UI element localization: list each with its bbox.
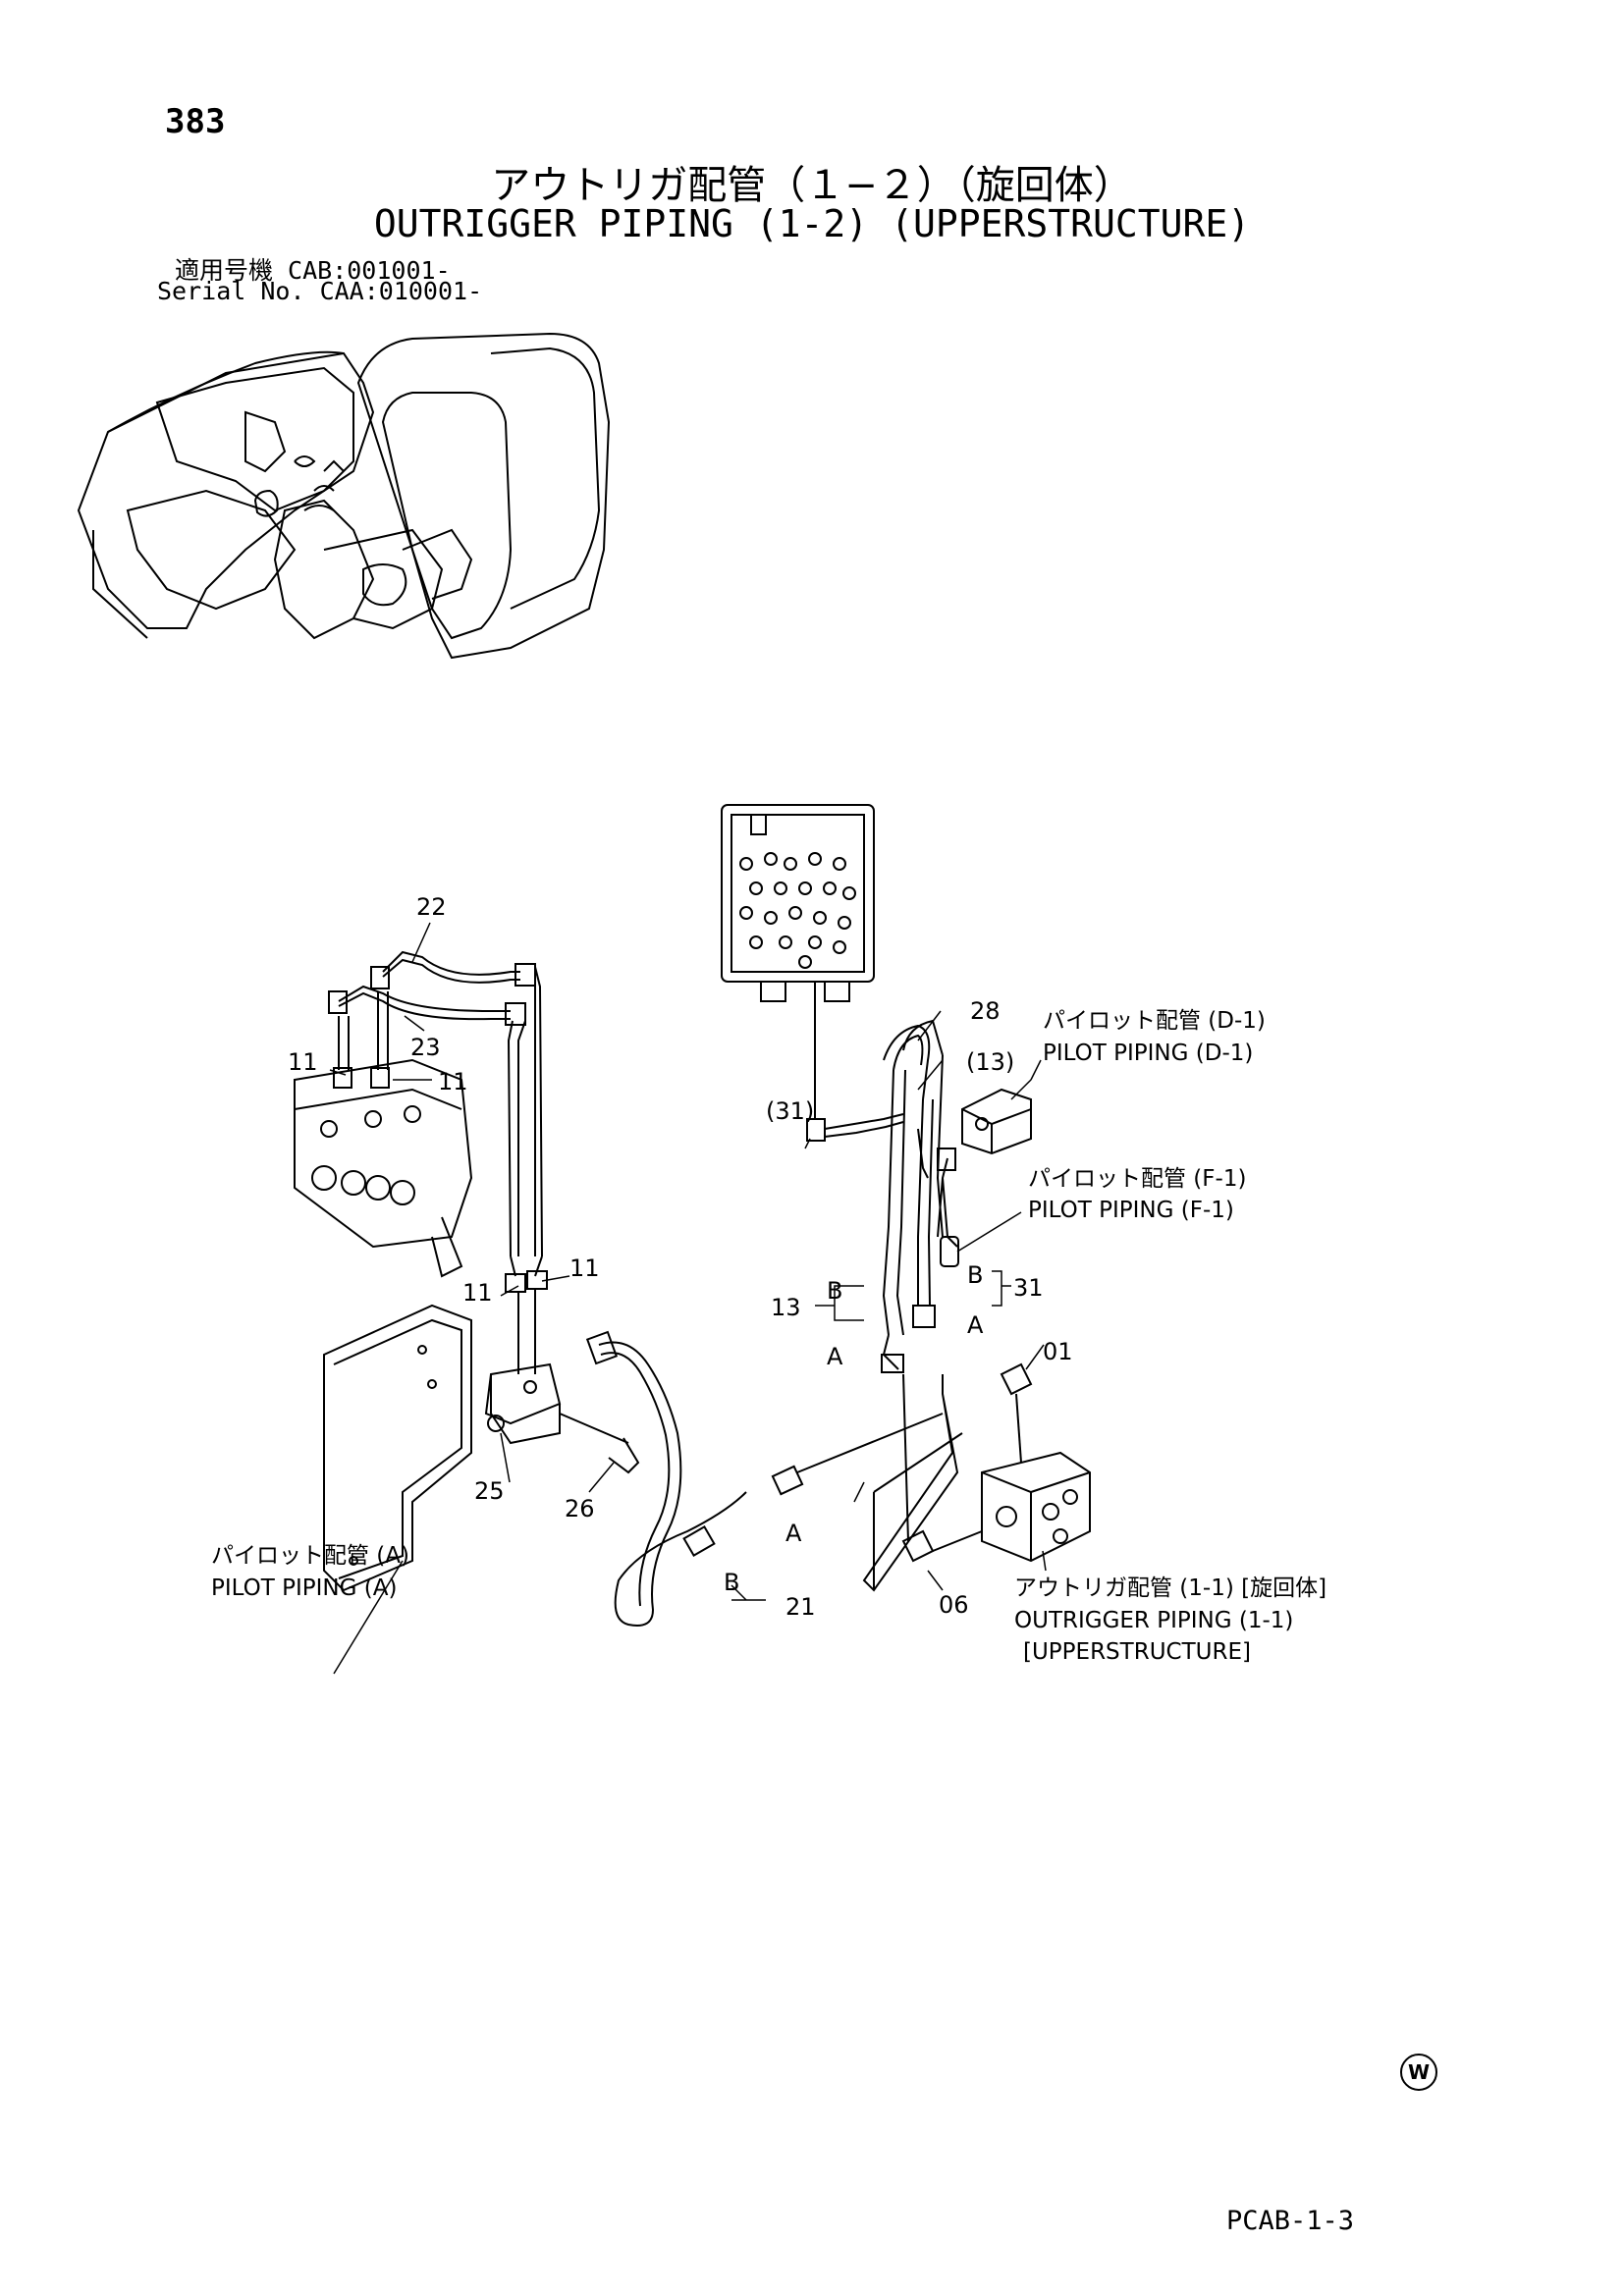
annotation-pilot-d1-ja: パイロット配管 (D-1) [1043, 1008, 1266, 1034]
annotation-outrigger-11-en: OUTRIGGER PIPING (1-1) [1014, 1608, 1293, 1633]
w-mark-icon: W [1400, 2054, 1437, 2091]
part-label-13: 13 [771, 1294, 801, 1321]
part-label-11-right: 11 [438, 1068, 468, 1095]
page-title-english: OUTRIGGER PIPING (1-2) (UPPERSTRUCTURE) [373, 202, 1251, 245]
part-label-22: 22 [416, 893, 447, 921]
serial-label-japanese: 適用号機 CAB:001001- [175, 256, 451, 285]
annotation-outrigger-11-en-sub: [UPPERSTRUCTURE] [1023, 1639, 1251, 1665]
annotation-pilot-d1-en: PILOT PIPING (D-1) [1043, 1041, 1253, 1066]
part-label-28: 28 [970, 997, 1001, 1025]
page-title-japanese: アウトリガ配管（１−２）（旋回体） [491, 163, 1133, 208]
part-label-11-lower-right: 11 [569, 1255, 600, 1282]
part-label-23: 23 [410, 1034, 441, 1061]
connectors-d1-f1 [940, 1088, 1032, 1267]
part-label-13-paren: (13) [966, 1048, 1014, 1076]
page-code: PCAB-1-3 [1226, 2206, 1355, 2236]
part-label-25: 25 [474, 1477, 505, 1505]
annotation-pilot-a-en: PILOT PIPING (A) [211, 1575, 397, 1601]
page-number: 383 [165, 102, 226, 141]
leader-lines [329, 922, 1047, 1675]
hose-21 [585, 1330, 944, 1627]
annotation-pilot-a-ja: パイロット配管 (A) [211, 1543, 409, 1569]
port-label-b-right: B [967, 1261, 983, 1289]
annotation-pilot-f1-ja: パイロット配管 (F-1) [1028, 1166, 1246, 1192]
port-label-a-right: A [967, 1311, 984, 1339]
port-label-a-hose: A [785, 1520, 802, 1547]
block-25-and-bracket [323, 1304, 640, 1592]
part-label-31-paren: (31) [766, 1097, 814, 1125]
port-label-b-hose: B [724, 1569, 739, 1596]
part-label-31: 31 [1013, 1274, 1044, 1302]
port-label-b-left: B [827, 1277, 842, 1305]
part-label-11-lower-left: 11 [462, 1279, 493, 1307]
annotation-pilot-f1-en: PILOT PIPING (F-1) [1028, 1198, 1234, 1223]
part-label-21: 21 [785, 1593, 816, 1621]
control-valve-assembly [294, 1058, 473, 1278]
serial-label-english: Serial No. CAA:010001- [157, 277, 483, 305]
annotation-outrigger-11-ja: アウトリガ配管 (1-1) [旋回体] [1014, 1575, 1326, 1601]
pilot-tubes-22-23 [328, 950, 548, 1374]
port-label-a-left: A [827, 1343, 843, 1370]
outrigger-valve-block [862, 1362, 1091, 1592]
part-label-11-left: 11 [288, 1048, 318, 1076]
part-label-01: 01 [1043, 1338, 1073, 1365]
machine-overview-illustration [77, 332, 611, 660]
pilot-tubes-13-28-31 [806, 1019, 956, 1373]
pilot-valve-block [721, 804, 875, 1080]
part-label-06: 06 [939, 1591, 969, 1619]
part-label-26: 26 [565, 1495, 595, 1522]
